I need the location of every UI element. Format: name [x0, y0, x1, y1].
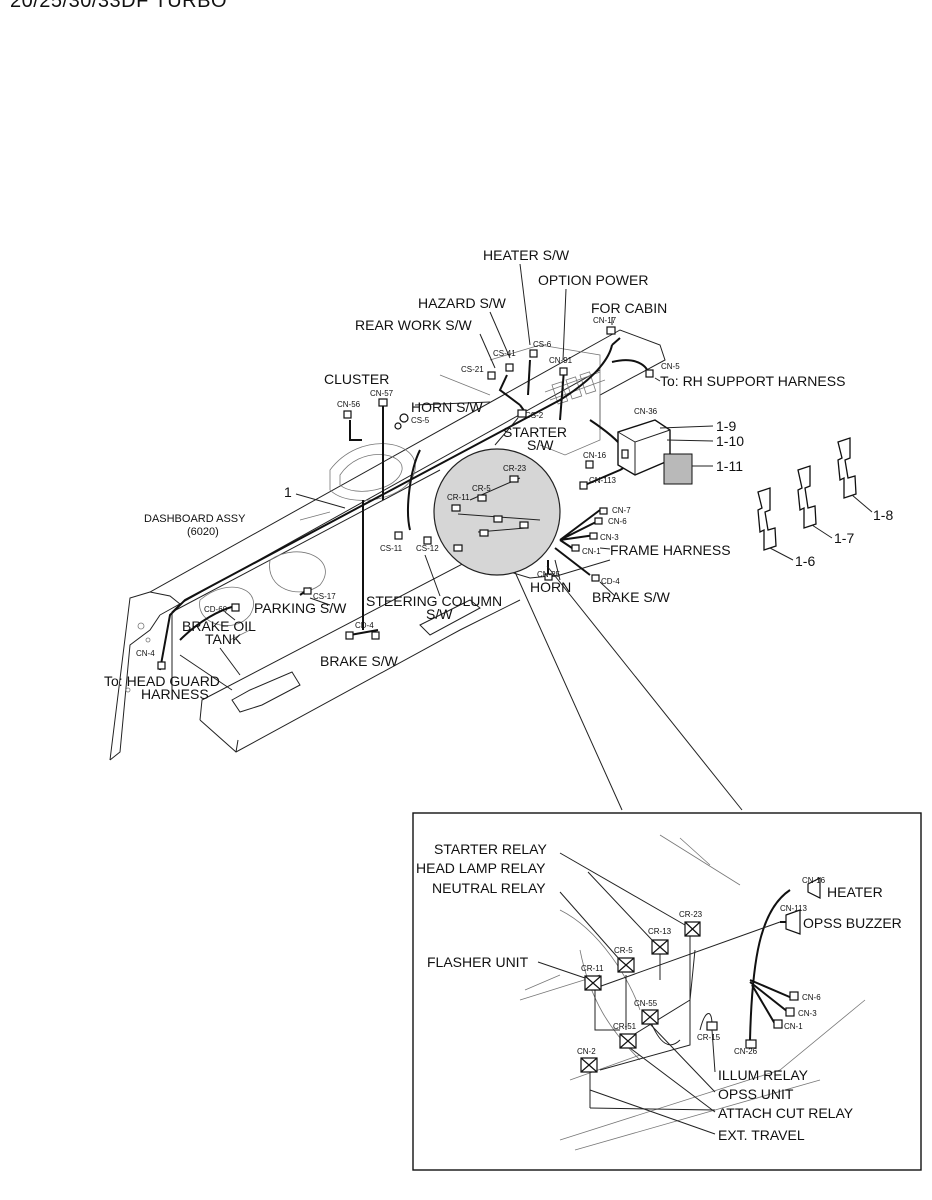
svg-text:CN-26: CN-26 [734, 1047, 758, 1056]
label-option-power: OPTION POWER [538, 272, 648, 288]
svg-text:CS-21: CS-21 [461, 365, 484, 374]
brackets [757, 437, 873, 561]
label-item-1-9: 1-9 [716, 418, 736, 434]
detail-box [412, 812, 922, 1171]
overview-connector-codes: CS-6 CS-41 CN-91 CN-17 CS-21 CS-2 CN-5 C… [136, 316, 680, 658]
label-horn-sw: HORN S/W [411, 399, 483, 415]
detail-labels: STARTER RELAY HEAD LAMP RELAY NEUTRAL RE… [416, 841, 902, 1143]
label-item-1-11: 1-11 [716, 458, 743, 474]
label-item-1: 1 [284, 484, 292, 500]
label-dashboard-2: (6020) [187, 526, 219, 538]
svg-text:CS-2: CS-2 [525, 411, 544, 420]
svg-text:CS-5: CS-5 [411, 416, 430, 425]
svg-text:CN-7: CN-7 [612, 506, 631, 515]
svg-text:CN-16: CN-16 [802, 876, 826, 885]
label-item-1-7: 1-7 [834, 530, 854, 546]
label-opss-unit: OPSS UNIT [718, 1086, 794, 1102]
svg-text:CN-1: CN-1 [784, 1022, 803, 1031]
label-ext-travel: EXT. TRAVEL [718, 1127, 805, 1143]
svg-text:CD-4: CD-4 [601, 577, 620, 586]
label-opss-buzzer: OPSS BUZZER [803, 915, 902, 931]
label-starter-sw-1: STARTER [503, 424, 567, 440]
label-illum-relay: ILLUM RELAY [718, 1067, 809, 1083]
svg-text:CR-15: CR-15 [697, 1033, 721, 1042]
label-head-guard-1: To: HEAD GUARD [104, 673, 220, 689]
label-item-1-6: 1-6 [795, 553, 815, 569]
svg-text:CN-25: CN-25 [537, 570, 561, 579]
zoom-circle [433, 448, 743, 811]
svg-text:CN-17: CN-17 [593, 316, 617, 325]
svg-text:CS-12: CS-12 [416, 544, 439, 553]
svg-text:CS-6: CS-6 [533, 340, 552, 349]
label-horn: HORN [530, 579, 571, 595]
svg-text:CR-5: CR-5 [472, 484, 491, 493]
svg-text:CS-17: CS-17 [313, 592, 336, 601]
svg-text:CN-3: CN-3 [798, 1009, 817, 1018]
svg-text:CN-6: CN-6 [608, 517, 627, 526]
svg-text:CN-113: CN-113 [589, 476, 617, 485]
svg-text:CN-16: CN-16 [583, 451, 607, 460]
label-cluster: CLUSTER [324, 371, 389, 387]
label-heater-sw: HEATER S/W [483, 247, 570, 263]
relay-module-1-9 [617, 419, 714, 485]
label-for-cabin: FOR CABIN [591, 300, 667, 316]
label-heater: HEATER [827, 884, 883, 900]
leader-lines [179, 263, 661, 691]
svg-text:CN-1: CN-1 [582, 547, 601, 556]
svg-text:CN-91: CN-91 [549, 356, 573, 365]
svg-text:CN-2: CN-2 [577, 1047, 596, 1056]
svg-text:CD-60: CD-60 [204, 605, 228, 614]
label-brake-sw-bottom: BRAKE S/W [320, 653, 399, 669]
svg-text:CR-5: CR-5 [614, 946, 633, 955]
label-attach-cut-relay: ATTACH CUT RELAY [718, 1105, 854, 1121]
label-head-lamp-relay: HEAD LAMP RELAY [416, 860, 546, 876]
label-frame-harness: FRAME HARNESS [610, 542, 731, 558]
label-hazard-sw: HAZARD S/W [418, 295, 507, 311]
label-item-1-8: 1-8 [873, 507, 893, 523]
svg-text:CN-36: CN-36 [634, 407, 658, 416]
pad-1-11 [663, 453, 693, 485]
svg-text:CR-11: CR-11 [581, 964, 604, 973]
label-neutral-relay: NEUTRAL RELAY [432, 880, 546, 896]
svg-text:CN-3: CN-3 [600, 533, 619, 542]
label-starter-relay: STARTER RELAY [434, 841, 547, 857]
label-head-guard-2: HARNESS [141, 686, 209, 702]
label-rear-work-sw: REAR WORK S/W [355, 317, 472, 333]
svg-text:CD-4: CD-4 [355, 621, 374, 630]
label-brake-sw-right: BRAKE S/W [592, 589, 671, 605]
svg-text:CR-13: CR-13 [648, 927, 672, 936]
svg-text:CR-23: CR-23 [503, 464, 527, 473]
svg-text:CR-51: CR-51 [613, 1022, 637, 1031]
label-starter-sw-2: S/W [527, 437, 554, 453]
svg-text:CN-5: CN-5 [661, 362, 680, 371]
label-parking-sw: PARKING S/W [254, 600, 347, 616]
svg-text:CS-41: CS-41 [493, 349, 516, 358]
page-title: 20/25/30/33DF TURBO [10, 0, 228, 12]
label-brake-oil-1: BRAKE OIL [182, 618, 256, 634]
svg-text:CR-11: CR-11 [447, 493, 470, 502]
svg-text:CR-23: CR-23 [679, 910, 703, 919]
label-to-rh-support: To: RH SUPPORT HARNESS [660, 373, 845, 389]
label-flasher-unit: FLASHER UNIT [427, 954, 529, 970]
label-item-1-10: 1-10 [716, 433, 744, 449]
svg-text:CS-11: CS-11 [380, 544, 403, 553]
svg-text:CN-113: CN-113 [780, 904, 808, 913]
label-steering-column-1: STEERING COLUMN [366, 593, 502, 609]
svg-text:CN-55: CN-55 [634, 999, 658, 1008]
svg-text:CN-6: CN-6 [802, 993, 821, 1002]
svg-text:CN-56: CN-56 [337, 400, 361, 409]
overview-labels: HEATER S/W OPTION POWER HAZARD S/W FOR C… [104, 247, 893, 702]
label-dashboard-1: DASHBOARD ASSY [144, 513, 246, 525]
label-brake-oil-2: TANK [205, 631, 242, 647]
overview-connectors [157, 326, 654, 670]
main-harness [159, 337, 650, 671]
label-steering-column-2: S/W [426, 606, 453, 622]
svg-text:CN-4: CN-4 [136, 649, 155, 658]
svg-text:CN-57: CN-57 [370, 389, 394, 398]
